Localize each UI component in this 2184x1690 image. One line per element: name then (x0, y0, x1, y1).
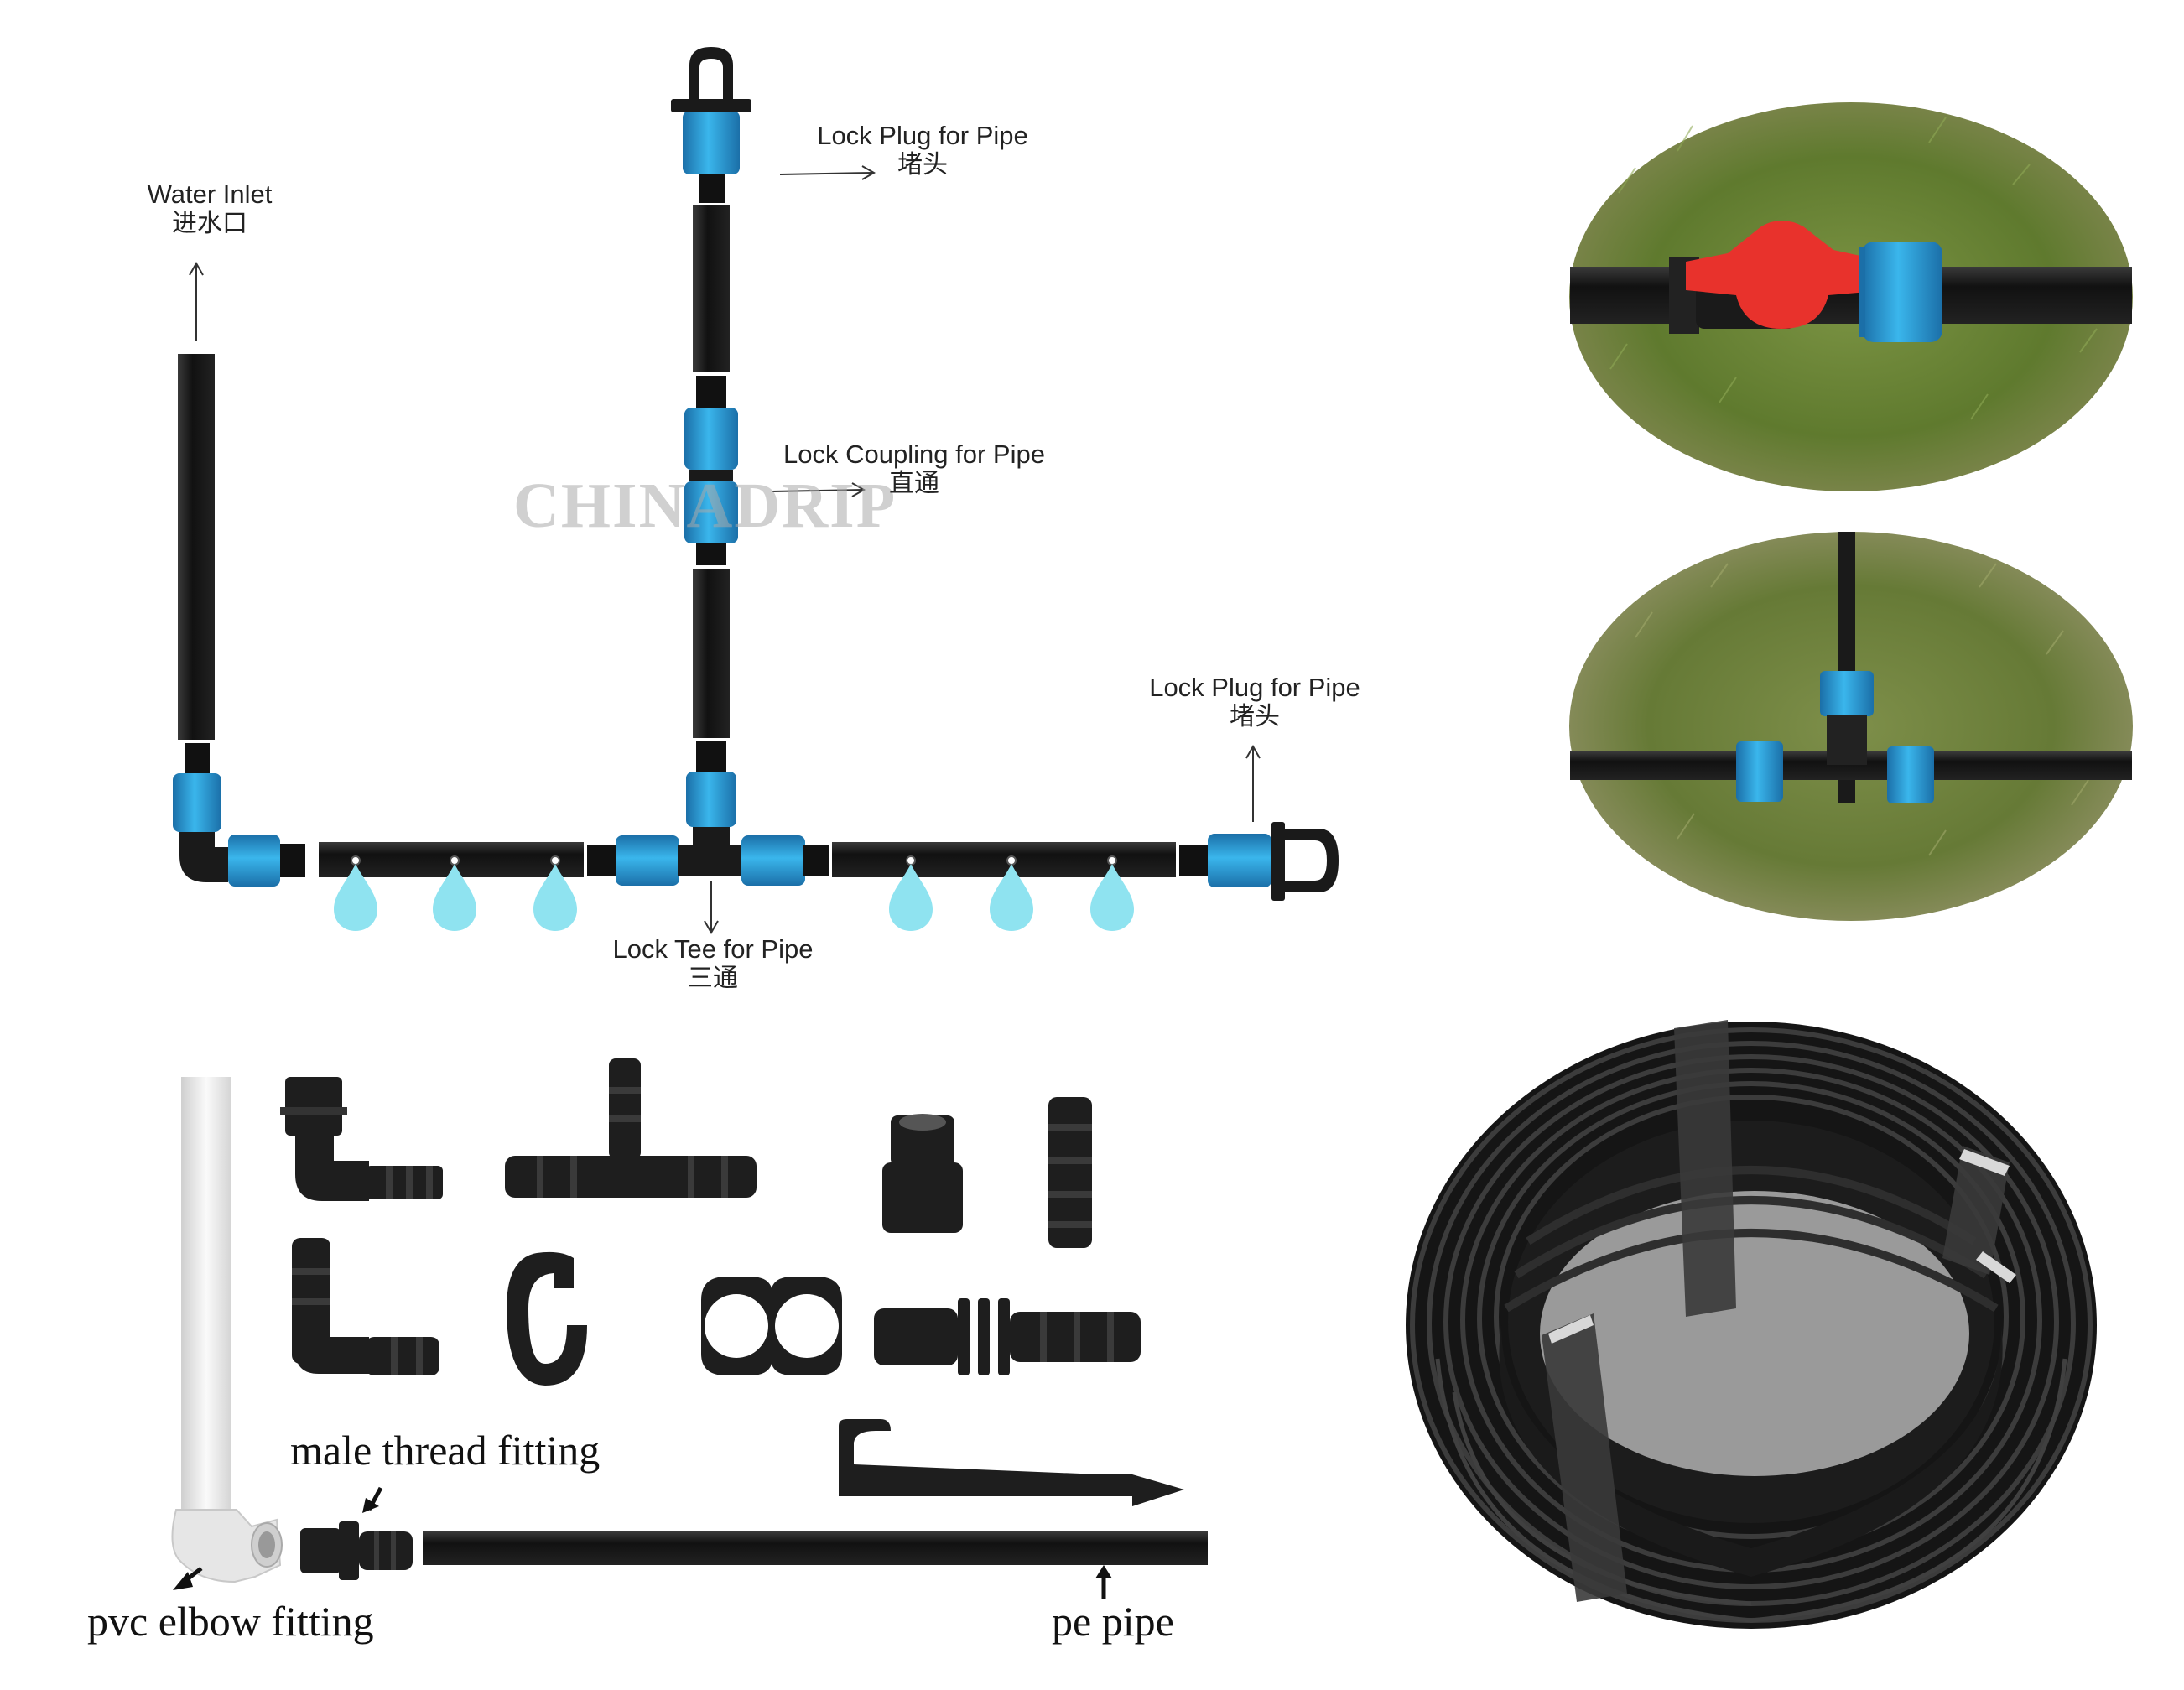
end-cap-fitting (882, 1114, 963, 1233)
brand-watermark: CHINADRIP (513, 471, 897, 541)
pvc-pipe-and-elbow (171, 1077, 283, 1583)
pipe-system-schematic (173, 47, 1339, 935)
label-pvc-elbow-fitting: pvc elbow fitting (87, 1598, 374, 1645)
straight-barb-fitting (1048, 1097, 1092, 1248)
threaded-elbow-fitting (280, 1077, 443, 1201)
ground-stake (839, 1419, 1184, 1506)
lock-tee-fitting (587, 741, 829, 886)
fitting-parts-catalog (280, 1058, 1208, 1580)
label-lock-coupling: Lock Coupling for Pipe 直通 (783, 439, 1045, 497)
lock-coupling-fitting (684, 376, 738, 565)
callout-arrows (189, 165, 1261, 935)
label-pe-pipe: pe pipe (1052, 1598, 1174, 1645)
emitter-holes (351, 855, 1117, 866)
male-thread-fitting-part (300, 1521, 413, 1580)
hose-clamp-c (507, 1251, 587, 1386)
field-photo-valve (1569, 102, 2133, 491)
riser-pipe-upper (693, 205, 730, 372)
pe-pipe-straight (423, 1531, 1208, 1565)
lock-elbow-fitting (173, 743, 305, 887)
label-male-thread-fitting: male thread fitting (290, 1427, 601, 1474)
lock-plug-top (671, 47, 751, 203)
label-lock-plug-right: Lock Plug for Pipe 堵头 (1149, 673, 1360, 731)
grommet-coupling-fitting (874, 1298, 1141, 1375)
field-photo-tee (1569, 532, 2133, 921)
lock-plug-right (1179, 822, 1339, 901)
barbed-tee-fitting (505, 1058, 757, 1198)
label-lock-plug-top: Lock Plug for Pipe 堵头 (817, 121, 1028, 179)
lateral-pipe-right (832, 842, 1176, 877)
label-water-inlet: Water Inlet 进水口 (147, 179, 273, 237)
coiled-pe-pipe (1406, 1020, 2097, 1629)
riser-pipe-lower (693, 569, 730, 738)
inlet-pipe (178, 354, 215, 740)
barbed-elbow-fitting (292, 1238, 439, 1375)
bottom-callout-arrows (173, 1486, 1112, 1599)
label-lock-tee: Lock Tee for Pipe 三通 (612, 934, 814, 992)
double-ring-holder (701, 1277, 842, 1375)
